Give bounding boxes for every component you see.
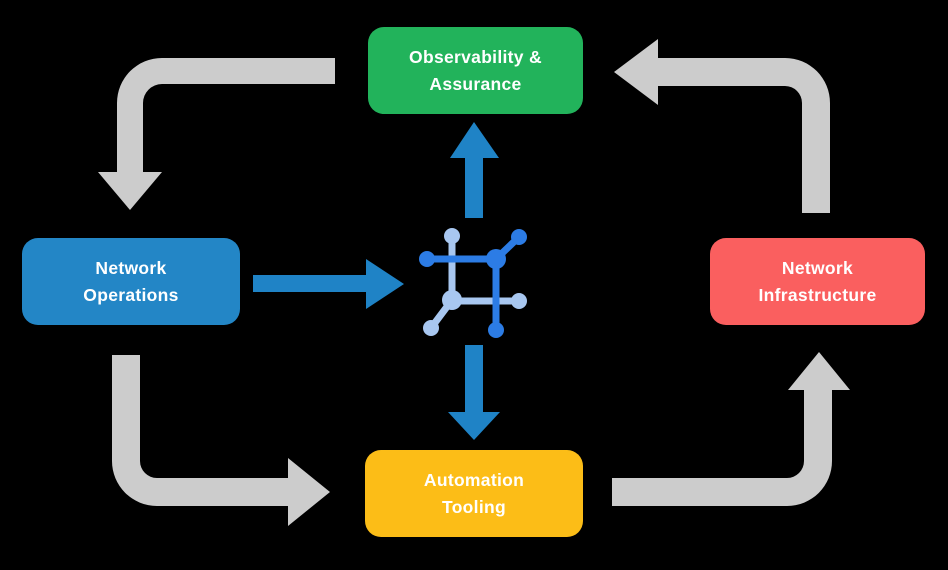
node-network-infrastructure: Network Infrastructure: [710, 238, 925, 325]
node-infrastructure-label: Network Infrastructure: [758, 258, 877, 305]
node-observability-label: Observability & Assurance: [409, 47, 542, 94]
arrow-operations-to-automation: [112, 355, 330, 526]
node-operations-label: Network Operations: [83, 258, 179, 305]
arrow-automation-to-infrastructure: [612, 352, 850, 506]
node-automation-label: Automation Tooling: [423, 470, 525, 517]
network-mesh-light-nodes: [423, 228, 527, 336]
node-network-operations: Network Operations: [22, 238, 240, 325]
node-automation-tooling: Automation Tooling: [365, 450, 583, 537]
arrow-operations-to-center: [253, 259, 404, 309]
arrow-infrastructure-to-observability: [614, 39, 830, 213]
network-mesh-dark-nodes: [419, 229, 527, 338]
arrow-observability-to-operations: [98, 58, 335, 210]
network-mesh-icon: [419, 228, 527, 338]
node-observability-assurance: Observability & Assurance: [368, 27, 583, 114]
arrow-center-to-observability: [450, 122, 499, 218]
arrow-center-to-automation: [448, 345, 500, 440]
